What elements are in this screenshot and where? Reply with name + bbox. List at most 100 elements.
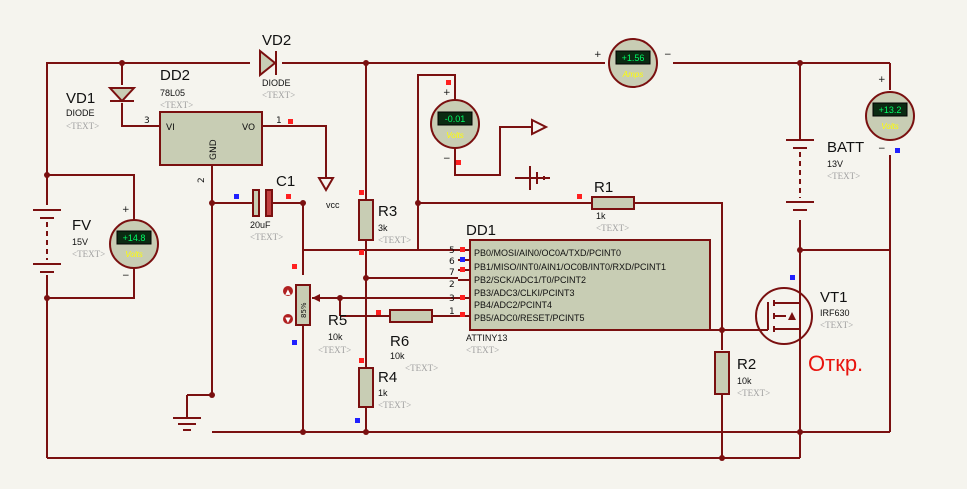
wires	[46, 62, 891, 459]
ammeter-minus: −	[664, 50, 672, 60]
r5-text: <TEXT>	[318, 345, 351, 355]
diode-vd2[interactable]	[259, 48, 277, 78]
resistor-r1[interactable]	[591, 196, 635, 210]
ground-cell-icon	[529, 166, 545, 190]
dd1-pin-list: 5 PB0/MOSI/AIN0/OC0A/TXD/PCINT0 6 PB1/MI…	[449, 246, 666, 323]
vd1-text: <TEXT>	[66, 121, 99, 131]
voltmeter-batt[interactable]	[865, 91, 915, 141]
dd2-pin2: 2	[197, 177, 207, 183]
vt1-text: <TEXT>	[820, 320, 853, 330]
voltmeter-mid[interactable]	[430, 99, 480, 149]
mid-meter-value: -0.01	[445, 114, 466, 124]
c1-text: <TEXT>	[250, 232, 283, 242]
r2-value: 10k	[737, 376, 752, 386]
mosfet-vt1[interactable]	[755, 287, 813, 345]
vd2-text: <TEXT>	[262, 90, 295, 100]
dd2-pin-vo: VO	[242, 123, 255, 133]
mid-meter-unit: Volts	[446, 131, 464, 140]
c1-value: 20uF	[250, 220, 271, 230]
fv-text: <TEXT>	[72, 249, 105, 259]
batt-meter-minus: −	[878, 144, 886, 154]
r2-name: R2	[737, 356, 756, 373]
r1-name: R1	[594, 179, 613, 196]
r4-text: <TEXT>	[378, 400, 411, 410]
batt-meter-value: +13.2	[879, 105, 902, 115]
resistor-r3[interactable]	[358, 199, 374, 241]
resistor-r2[interactable]	[714, 351, 730, 395]
resistor-r6[interactable]	[389, 309, 433, 323]
mid-meter-minus: −	[443, 154, 451, 164]
r5-name: R5	[328, 312, 347, 329]
ammeter-value: +1.56	[622, 53, 645, 63]
dd2-pin-gnd: GND	[209, 139, 219, 160]
r1-value: 1k	[596, 211, 606, 221]
dd2-text: <TEXT>	[160, 100, 193, 110]
dd1-pin-num: 5	[449, 246, 455, 256]
capacitor-c1[interactable]	[252, 189, 273, 217]
dd1-pin-num: 3	[449, 294, 455, 304]
vcc-terminal-icon	[317, 177, 335, 192]
dd2-type: 78L05	[160, 88, 185, 98]
dd1-part: ATTINY13	[466, 333, 507, 343]
fv-meter-minus: −	[122, 271, 130, 281]
ammeter-unit: Amps	[622, 70, 643, 79]
fv-meter-unit: Volts	[125, 250, 143, 259]
voltmeter-fv[interactable]	[109, 219, 159, 269]
r6-value: 10k	[390, 351, 405, 361]
dd1-pin-label: PB3/ADC3/CLKI/PCINT3	[474, 288, 575, 298]
dd2-pin3: 3	[144, 116, 150, 126]
mid-meter-plus: +	[443, 88, 451, 98]
c1-name: C1	[276, 173, 295, 190]
pot-increase-button[interactable]: ▲	[283, 286, 293, 296]
r6-name: R6	[390, 333, 409, 350]
battery-batt[interactable]	[786, 139, 814, 211]
batt-name: BATT	[827, 139, 864, 156]
logic-state-markers	[234, 80, 900, 423]
r2-text: <TEXT>	[737, 388, 770, 398]
dd1-pin-label: PB1/MISO/INT0/AIN1/OC0B/INT0/RXD/PCINT1	[474, 262, 666, 272]
dd2-pin-vi: VI	[166, 123, 175, 133]
ammeter-plus: +	[594, 50, 602, 60]
potentiometer-r5[interactable]	[295, 284, 320, 326]
junctions	[44, 60, 803, 461]
dd1-pin-num: 1	[449, 307, 455, 317]
dd1-pin-label: PB0/MOSI/AIN0/OC0A/TXD/PCINT0	[474, 248, 621, 258]
r3-value: 3k	[378, 223, 388, 233]
output-terminal-icon	[531, 118, 549, 136]
dd1-pin-num: 2	[449, 280, 455, 290]
r5-percent: 85%	[300, 302, 308, 318]
vd2-name: VD2	[262, 32, 291, 49]
dd1-pin-label: PB2/SCK/ADC1/T0/PCINT2	[474, 275, 586, 285]
fv-meter-value: +14.8	[123, 233, 146, 243]
dd2-pin1: 1	[276, 116, 282, 126]
dd1-pin-num: 7	[449, 268, 455, 278]
r3-text: <TEXT>	[378, 235, 411, 245]
vt1-value: IRF630	[820, 308, 850, 318]
dd2-name: DD2	[160, 67, 190, 84]
dd1-text: <TEXT>	[466, 345, 499, 355]
pot-decrease-button[interactable]: ▼	[283, 314, 293, 324]
r3-name: R3	[378, 203, 397, 220]
source-fv[interactable]	[33, 209, 61, 273]
batt-meter-plus: +	[878, 75, 886, 85]
vd1-name: VD1	[66, 90, 95, 107]
dd1-pin-num: 6	[449, 257, 455, 267]
vt1-name: VT1	[820, 289, 848, 306]
dd1-pin-label: PB4/ADC2/PCINT4	[474, 300, 552, 310]
mcu-dd1[interactable]	[469, 239, 711, 331]
regulator-dd2[interactable]	[159, 111, 263, 166]
ground-icon	[173, 417, 201, 431]
resistor-r4[interactable]	[358, 367, 374, 408]
r4-name: R4	[378, 369, 397, 386]
diode-vd1[interactable]	[107, 87, 137, 103]
batt-value: 13V	[827, 159, 843, 169]
r6-text: <TEXT>	[405, 363, 438, 373]
vcc-label: vcc	[326, 200, 340, 210]
svg-text:▼: ▼	[285, 316, 291, 324]
mosfet-state-label: Откр.	[808, 351, 863, 376]
ammeter[interactable]	[608, 38, 658, 88]
fv-name: FV	[72, 217, 91, 234]
svg-text:▲: ▲	[285, 288, 291, 296]
fv-value: 15V	[72, 237, 88, 247]
